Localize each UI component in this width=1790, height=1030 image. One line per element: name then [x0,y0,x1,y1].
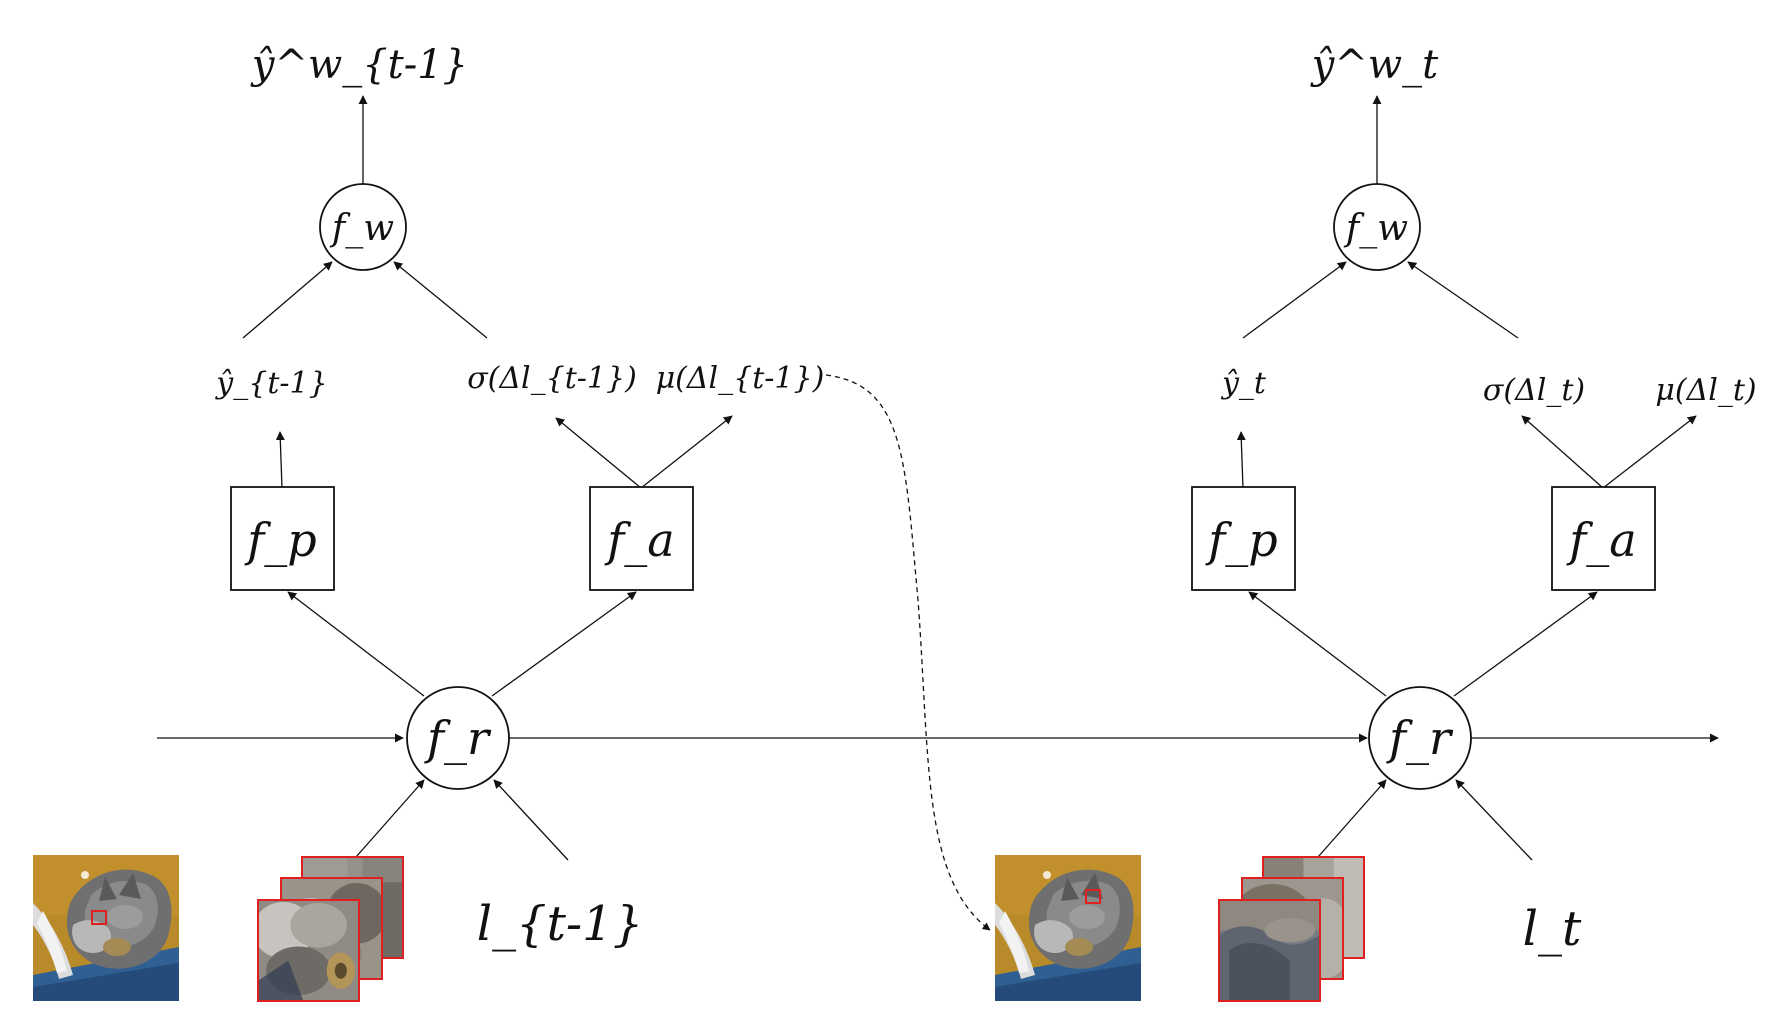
edge-sigma-to-fw [393,261,488,339]
input-image [33,855,179,1001]
sigma-label: σ(Δl_t) [1483,373,1585,408]
fp-box [1191,486,1296,591]
glimpse-location-marker [1085,889,1101,904]
prediction-label: ŷ_t [1220,366,1267,401]
edge-sigma-to-fw [1407,261,1519,339]
glimpse-patch-stack [1218,856,1365,1002]
sigma-label: σ(Δl_{t-1}) [467,361,637,396]
edge-fr-to-fa [1453,591,1598,697]
edge-location-update-dashed [825,374,991,931]
fw-node [319,183,407,271]
edge-glimpse-to-fr [355,779,425,858]
glimpse-location-marker [91,910,107,925]
output-label: ŷ^w_t [1310,42,1439,88]
mu-label: μ(Δl_{t-1}) [656,361,825,396]
fp-box-label: f_p [244,513,316,567]
fp-box [230,486,335,591]
edge-fa-to-mu [640,415,733,489]
fw-node [1333,183,1421,271]
fa-box [589,486,694,591]
glimpse-patch-stack [257,856,404,1002]
prediction-label: ŷ_{t-1} [214,366,327,401]
fp-box-label: f_p [1205,513,1277,567]
fr-node-label: f_r [1386,711,1454,765]
edge-fa-to-mu [1602,415,1697,489]
edge-pred-to-fw [242,261,333,339]
edge-location-to-fr [493,779,569,861]
fa-box-label: f_a [604,513,674,567]
edge-fa-to-sigma [555,417,642,489]
mu-label: μ(Δl_t) [1655,373,1756,408]
fw-node-label: f_w [329,208,394,249]
edge-glimpse-to-fr [1317,779,1387,858]
input-image [995,855,1141,1001]
edge-fr-to-fp [287,591,425,697]
edge-fr-to-fp [1248,591,1387,697]
fa-box-label: f_a [1566,513,1636,567]
location-label: l_t [1523,901,1582,957]
fa-box [1551,486,1656,591]
timestep-t-minus-1: ŷ^w_{t-1} f_w ŷ_{t-1} σ(Δl_{t-1}) μ(Δl_{… [33,42,825,1002]
output-label: ŷ^w_{t-1} [250,42,468,88]
edge-fp-to-pred [1236,431,1246,489]
edge-fp-to-pred [275,431,285,489]
fr-node-label: f_r [424,711,492,765]
timestep-t: ŷ^w_t f_w ŷ_t σ(Δl_t) μ(Δl_t) f_p f_a f_… [995,42,1757,1002]
edge-pred-to-fw [1242,261,1347,339]
location-label: l_{t-1} [477,896,643,952]
fw-node-label: f_w [1343,208,1408,249]
edge-fr-to-fa [491,591,637,697]
edge-location-to-fr [1455,779,1533,861]
edge-fa-to-sigma [1521,415,1604,489]
